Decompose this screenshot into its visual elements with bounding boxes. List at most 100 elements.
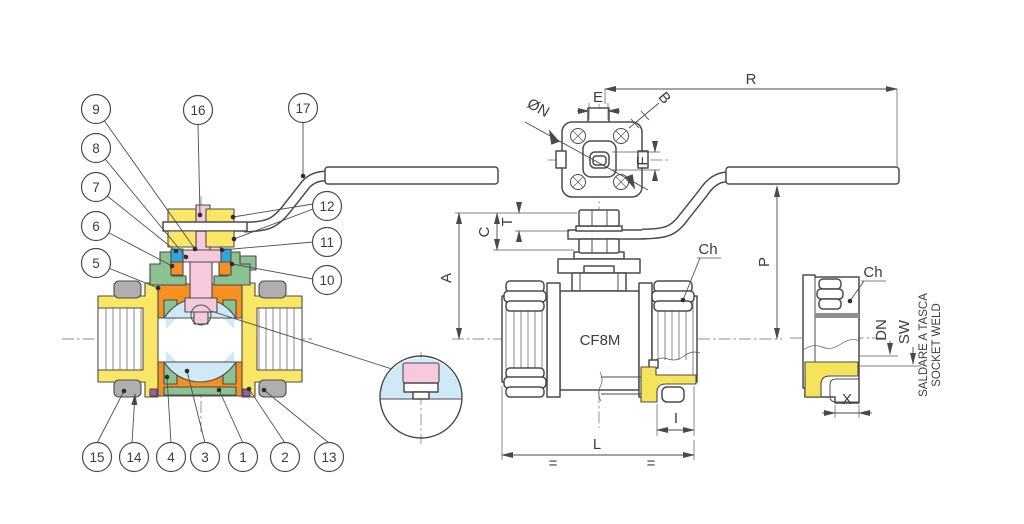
front-pad-step <box>583 265 615 274</box>
pad-notch-right <box>637 150 649 169</box>
ball-edge-tl <box>166 318 177 329</box>
ball-edge-br <box>223 351 234 362</box>
thread-lines-right <box>258 308 295 370</box>
equal-mark-left: = <box>549 455 558 472</box>
balloon-10: 10 <box>311 264 343 296</box>
dim-label-ch-socket: Ch <box>863 264 882 281</box>
svg-text:1: 1 <box>239 450 247 465</box>
dim-label-ch-front: Ch <box>698 241 717 258</box>
balloon-14: 14 <box>118 441 150 473</box>
socket-cutaway <box>598 351 701 403</box>
front-flange-left <box>546 282 561 398</box>
balloon-1: 1 <box>227 441 259 473</box>
left-section-view: 9 8 7 6 5 16 17 12 11 10 15 14 4 3 1 2 1… <box>62 92 499 473</box>
dim-label-n: ØN <box>524 95 552 121</box>
front-stem-stack <box>573 209 625 260</box>
balloon-4: 4 <box>155 441 187 473</box>
dim-label-c: C <box>476 226 493 237</box>
balloon-13: 13 <box>313 441 345 473</box>
packing-right <box>218 261 232 276</box>
dim-label-t: T <box>499 217 516 226</box>
dim-label-e: E <box>593 89 603 106</box>
handle-base-plate <box>162 221 248 232</box>
pad-stem-slot <box>592 155 607 166</box>
balloon-8: 8 <box>80 132 112 164</box>
detail-stem-end <box>402 362 440 384</box>
front-handle-lever <box>567 166 900 240</box>
detail-circle <box>379 355 463 439</box>
handle-grip <box>324 166 499 185</box>
ball-stem-detail-view <box>210 310 463 444</box>
detail-leader <box>210 310 393 370</box>
note-italian: SALDARE A TASCA <box>918 293 930 397</box>
detail-slot-leg <box>412 391 430 400</box>
thread-lines-left <box>105 308 142 370</box>
svg-text:4: 4 <box>167 450 175 465</box>
ball-edge-bl <box>166 351 177 362</box>
pad-notch-left <box>555 150 567 169</box>
socket-weld-pocket <box>804 361 859 398</box>
ball-edge-tr <box>223 318 234 329</box>
balloon-5: 5 <box>80 247 112 279</box>
cap-nut-tl <box>113 280 142 299</box>
cap-nut-tr <box>258 280 287 299</box>
balloon-12: 12 <box>311 190 343 222</box>
n-arrow-2 <box>624 174 636 190</box>
svg-text:16: 16 <box>190 103 205 118</box>
gasket-br <box>242 388 251 397</box>
balloon-6: 6 <box>80 210 112 242</box>
equal-mark-right: = <box>647 455 656 472</box>
gasket-bl <box>149 388 158 397</box>
detail-reference-circle <box>190 304 212 326</box>
socket-pocket-section <box>640 366 697 403</box>
svg-text:11: 11 <box>320 235 334 250</box>
balloon-3: 3 <box>189 441 221 473</box>
balloon-17: 17 <box>287 92 319 124</box>
detail-slot-wide <box>403 382 439 393</box>
svg-text:15: 15 <box>89 450 104 465</box>
front-cap-right <box>651 280 698 383</box>
svg-text:8: 8 <box>92 141 100 156</box>
balloons: 9 8 7 6 5 16 17 12 11 10 15 14 4 3 1 2 1… <box>80 92 345 473</box>
dim-label-dn: DN <box>873 319 890 341</box>
svg-text:9: 9 <box>92 102 100 117</box>
seat-bottom <box>163 386 237 396</box>
note-english: SOCKET WELD <box>931 303 943 387</box>
front-cap-left <box>501 280 548 398</box>
pipe-bore-right <box>256 307 303 371</box>
leader-lines <box>95 108 330 444</box>
socket-nut-profile <box>829 378 859 403</box>
socket-hex-lobes <box>816 278 844 310</box>
dim-label-p: P <box>756 257 773 267</box>
dim-label-f: F <box>634 156 651 165</box>
front-dimension-view: CF8M R A C T P Ch I L = = <box>438 71 900 472</box>
svg-text:7: 7 <box>92 180 100 195</box>
socket-thread-band <box>815 313 859 318</box>
socket-break-line <box>802 339 861 351</box>
dim-label-a: A <box>438 273 455 283</box>
balloon-7: 7 <box>80 171 112 203</box>
front-handle-grip <box>725 166 900 185</box>
balloon-15: 15 <box>81 441 113 473</box>
dim-label-x: X <box>842 391 852 408</box>
svg-text:14: 14 <box>126 450 142 465</box>
dim-label-i: I <box>674 410 678 427</box>
pad-bolt-holes <box>570 128 629 190</box>
n-arrow-1 <box>548 129 560 145</box>
dim-label-l: L <box>593 436 601 453</box>
dim-label-r: R <box>746 71 757 88</box>
front-body-center <box>559 290 640 391</box>
balloon-11: 11 <box>311 226 343 258</box>
balloon-2: 2 <box>269 441 301 473</box>
balloon-16: 16 <box>182 94 214 126</box>
svg-text:5: 5 <box>92 256 100 271</box>
svg-text:12: 12 <box>319 199 334 214</box>
pipe-bore-left <box>97 307 144 371</box>
svg-text:6: 6 <box>92 219 100 234</box>
socket-weld-end-view: Ch DN SW X SALDARE A TASCA SOCKET WELD <box>790 264 943 418</box>
material-label: CF8M <box>580 332 621 349</box>
dim-label-sw: SW <box>896 319 913 344</box>
svg-text:2: 2 <box>281 450 289 465</box>
